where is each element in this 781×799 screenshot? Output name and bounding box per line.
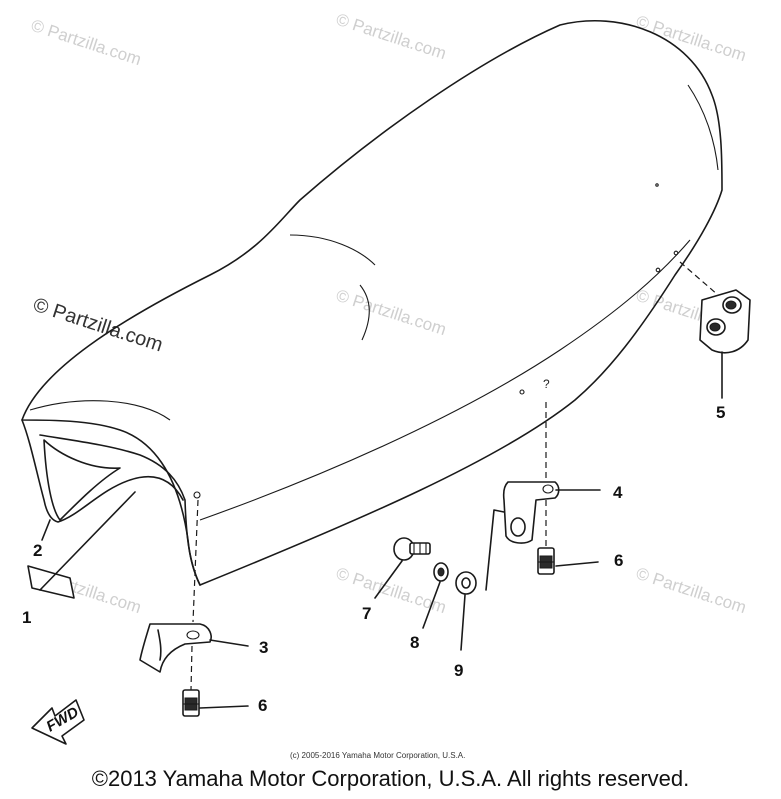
callout-4: 4 — [613, 483, 623, 502]
footer-copyright: ©2013 Yamaha Motor Corporation, U.S.A. A… — [91, 766, 690, 791]
watermark: © Partzilla.com — [634, 564, 749, 617]
dash-line-6a — [190, 645, 193, 691]
callout-labels: 1 2 3 4 5 6 6 7 8 9 — [22, 403, 725, 715]
seat-mark — [655, 267, 661, 273]
leader-line-9 — [460, 594, 466, 651]
callout-6-lower: 6 — [258, 696, 267, 715]
watermark: © Partzilla.com — [334, 10, 449, 63]
dash-line-3 — [192, 499, 199, 623]
fwd-arrow-icon: FWD — [31, 699, 85, 745]
watermark: © Partzilla.com — [634, 12, 749, 65]
seat-seam-front — [29, 400, 171, 421]
leader-line-3 — [209, 639, 249, 647]
watermark: © Partzilla.com — [334, 564, 449, 617]
bracket-4 — [502, 481, 560, 544]
seat-nose — [21, 419, 184, 523]
dash-line-5 — [679, 261, 719, 296]
callout-6-upper: 6 — [614, 551, 623, 570]
seat-mark — [193, 491, 201, 499]
seat-hole-mark: ? — [543, 377, 550, 391]
seat-underside — [43, 439, 121, 521]
seat-side-edge — [199, 239, 691, 521]
nut-6-lower — [182, 689, 200, 717]
leader-line-8 — [422, 581, 441, 629]
leader-line-1 — [39, 491, 136, 591]
seat-mark — [655, 183, 659, 187]
small-copyright: (c) 2005-2016 Yamaha Motor Corporation, … — [290, 751, 465, 760]
callout-8: 8 — [410, 633, 419, 652]
washer-9 — [455, 571, 477, 595]
callout-2: 2 — [33, 541, 42, 560]
seat-drawing: ? — [21, 19, 723, 586]
bracket-3 — [139, 623, 212, 673]
seat-seam-top — [289, 234, 376, 266]
seat-front-arch — [39, 434, 201, 586]
seat-mark — [673, 250, 679, 256]
bolt-7 — [393, 537, 431, 561]
callout-7: 7 — [362, 604, 371, 623]
seat-seam-top-2 — [359, 284, 370, 341]
watermark-layer: © Partzilla.com © Partzilla.com © Partzi… — [29, 10, 749, 617]
watermark: © Partzilla.com — [334, 286, 449, 339]
leader-line-6a — [199, 705, 249, 709]
nut-6-upper — [537, 547, 555, 575]
leader-line-2 — [41, 519, 51, 541]
seat-rear-cap — [687, 84, 719, 171]
bracket-5 — [699, 289, 751, 354]
leader-line-7 — [374, 560, 403, 599]
callout-3: 3 — [259, 638, 268, 657]
leader-line-6b — [555, 561, 599, 567]
callout-1: 1 — [22, 608, 31, 627]
watermark-main: © Partzilla.com — [30, 294, 165, 357]
assembly-line-4 — [485, 509, 505, 591]
callout-9: 9 — [454, 661, 463, 680]
callout-5: 5 — [716, 403, 725, 422]
watermark: © Partzilla.com — [29, 16, 144, 69]
washer-8 — [433, 562, 449, 582]
seat-mark — [519, 389, 525, 395]
